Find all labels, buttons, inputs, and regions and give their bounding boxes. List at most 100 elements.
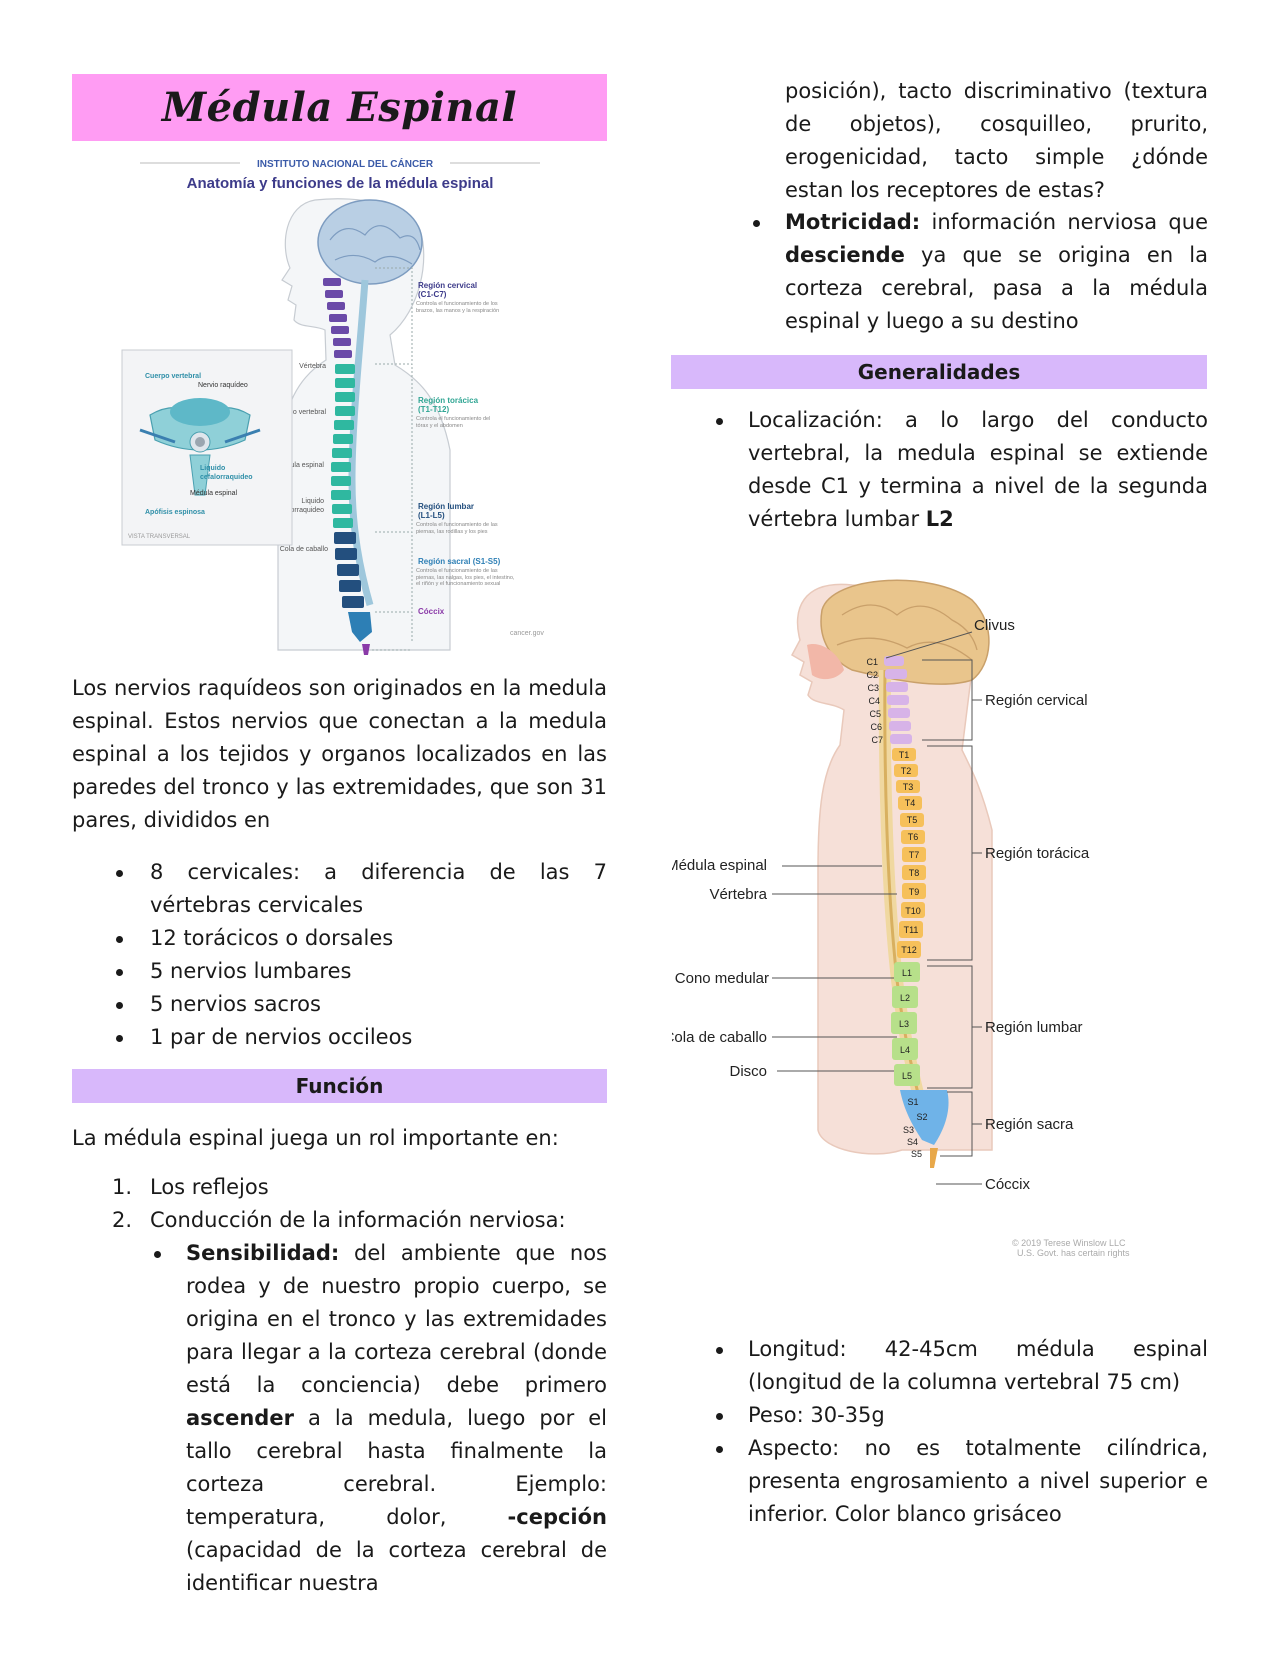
bullet <box>716 1347 723 1354</box>
funcion-item-1-text: Los reflejos <box>150 1175 269 1199</box>
fig1-toracica-title: Región torácica <box>418 396 479 405</box>
fig2-region-cervical: Región cervical <box>985 692 1088 709</box>
funcion-list: 1. Los reflejos 2. Conducción de la info… <box>72 1171 607 1600</box>
label-c7: C7 <box>871 735 883 745</box>
fig1-toracica-desc: Controla el funcionamiento del tórax y e… <box>416 416 491 429</box>
label-s5: S5 <box>911 1149 922 1159</box>
fig1-inset-nervio: Nervio raquídeo <box>198 382 248 389</box>
nerve-list-item: 1 par de nervios occileos <box>72 1021 607 1054</box>
peso-item: Peso: 30-35g <box>716 1399 1208 1432</box>
nerve-item-text: 1 par de nervios occileos <box>150 1025 413 1049</box>
motricidad-label: Motricidad: <box>785 210 921 234</box>
longitud-item: Longitud: 42-45cm médula espinal (longit… <box>716 1333 1208 1399</box>
sensibilidad-text-2: a la medula, luego por el tallo cerebral… <box>186 1406 607 1529</box>
fig2-labels: Clivus Región cervical Región torácica R… <box>672 617 1090 1193</box>
fig1-cervical-desc-wrap: Controla el funcionamiento de los brazos… <box>416 301 500 314</box>
label-c1: C1 <box>866 657 878 667</box>
fig1-inset-liquido-1: Liquido <box>200 465 225 472</box>
fig2-clivus: Clivus <box>974 617 1015 634</box>
sensibilidad-continuation: posición), tacto discriminativo (textura… <box>785 79 1208 202</box>
label-t2: T2 <box>901 766 912 776</box>
funcion-item-1: 1. Los reflejos <box>72 1171 607 1204</box>
fig1-label-medula: Médula espinal <box>277 462 325 469</box>
fig1-inset-apofisis: Apófisis espinosa <box>145 509 205 516</box>
fig2-vertebrae <box>884 656 949 1168</box>
sensibilidad-label: Sensibilidad: <box>186 1241 340 1265</box>
bullet <box>753 220 760 227</box>
fig1-sacral-desc-wrap: Controla el funcionamiento de las pierna… <box>416 568 515 587</box>
label-t10: T10 <box>905 906 921 916</box>
label-c3: C3 <box>867 683 879 693</box>
fig1-label-liquido-2: cefalorraquideo <box>276 507 324 514</box>
fig1-inset-medula: Médula espinal <box>190 490 238 497</box>
generalidades-list: Longitud: 42-45cm médula espinal (longit… <box>716 1333 1208 1531</box>
nerve-list: 8 cervicales: a diferencia de las 7 vért… <box>72 856 607 1054</box>
fig2-vertebra: Vértebra <box>709 886 767 903</box>
label-l5: L5 <box>902 1071 912 1081</box>
label-s3: S3 <box>903 1125 914 1135</box>
sensibilidad-bold-2: ascender <box>186 1406 294 1430</box>
label-t12: T12 <box>901 945 917 955</box>
fig1-lumbar-range: (L1-L5) <box>418 511 445 520</box>
longitud-text: Longitud: 42-45cm médula espinal (longit… <box>748 1337 1208 1394</box>
nerve-item-text: 8 cervicales: a diferencia de las 7 vért… <box>150 860 607 917</box>
aspecto-text: Aspecto: no es totalmente cilíndrica, pr… <box>748 1436 1208 1526</box>
generalidades-heading: Generalidades <box>671 355 1207 389</box>
fig1-lumbar-title: Región lumbar <box>418 502 474 511</box>
nerve-list-item: 8 cervicales: a diferencia de las 7 vért… <box>72 856 607 922</box>
fig1-sacral-desc: Controla el funcionamiento de las pierna… <box>416 568 515 587</box>
sensibilidad-text-3: (capacidad de la corteza cerebral de ide… <box>186 1538 607 1595</box>
nerve-list-item: 12 torácicos o dorsales <box>72 922 607 955</box>
fig1-inset-cuerpo: Cuerpo vertebral <box>145 373 201 380</box>
funcion-item-2: 2. Conducción de la información nerviosa… <box>72 1204 607 1237</box>
label-t11: T11 <box>904 925 919 935</box>
label-c4: C4 <box>868 696 880 706</box>
fig2-copyright-1: © 2019 Terese Winslow LLC <box>1012 1238 1126 1248</box>
fig2-region-toracica: Región torácica <box>985 845 1090 862</box>
title-banner: Médula Espinal <box>72 74 607 141</box>
fig1-header: INSTITUTO NACIONAL DEL CÁNCER <box>257 157 434 170</box>
motricidad-item: Motricidad: información nerviosa que des… <box>753 206 1209 338</box>
label-t6: T6 <box>908 832 919 842</box>
fig1-vertebrae <box>323 278 372 655</box>
aspecto-item: Aspecto: no es totalmente cilíndrica, pr… <box>716 1432 1208 1531</box>
fig1-title: Anatomía y funciones de la médula espina… <box>187 175 494 192</box>
label-l4: L4 <box>900 1045 910 1055</box>
fig2-cono: Cono medular <box>675 970 769 987</box>
bullet <box>716 1446 723 1453</box>
label-l2: L2 <box>900 993 910 1003</box>
label-t4: T4 <box>905 798 916 808</box>
figure-anatomy-svg: INSTITUTO NACIONAL DEL CÁNCER Anatomía y… <box>121 157 544 655</box>
fig2-disco: Disco <box>729 1063 767 1080</box>
fig1-inset: Cuerpo vertebral Nervio raquídeo Liquido… <box>121 349 293 546</box>
fig2-region-sacra: Región sacra <box>985 1116 1074 1133</box>
label-t3: T3 <box>903 782 914 792</box>
label-t1: T1 <box>899 750 910 760</box>
fig2-brackets <box>772 631 982 1185</box>
fig1-toracica-range: (T1-T12) <box>418 405 449 414</box>
list-number: 1. <box>112 1175 133 1199</box>
bullet <box>716 418 723 425</box>
label-s1: S1 <box>907 1097 918 1107</box>
fig2-vertebra-labels: C1 C2 C3 C4 C5 C6 C7 T1 T2 T3 T4 T5 T6 T… <box>866 657 927 1159</box>
funcion-heading: Función <box>72 1069 607 1103</box>
label-l3: L3 <box>899 1019 909 1029</box>
fig1-cervical-desc: Controla el funcionamiento de los brazos… <box>416 301 500 314</box>
label-s2: S2 <box>916 1112 927 1122</box>
bullet <box>154 1251 161 1258</box>
fig1-coccix: Cóccix <box>418 607 445 616</box>
nerve-item-text: 12 torácicos o dorsales <box>150 926 394 950</box>
fig1-lumbar-desc-wrap: Controla el funcionamiento de las pierna… <box>416 522 498 535</box>
motricidad-text-1: información nerviosa que <box>920 210 1209 234</box>
fig1-label-disco: Disco vertebral <box>279 409 326 416</box>
funcion-intro: La médula espinal juega un rol important… <box>72 1126 559 1150</box>
fig1-source: cancer.gov <box>510 630 544 637</box>
label-t8: T8 <box>909 868 920 878</box>
nerve-list-item: 5 nervios sacros <box>72 988 607 1021</box>
fig1-inset-vista: VISTA TRANSVERSAL <box>128 534 191 540</box>
label-c2: C2 <box>866 670 878 680</box>
fig1-inset-liquido-2: cefalorraquideo <box>200 474 253 481</box>
fig1-cervical-range: (C1-C7) <box>418 290 447 299</box>
fig1-region-guides <box>372 267 413 651</box>
list-number: 2. <box>112 1208 133 1232</box>
